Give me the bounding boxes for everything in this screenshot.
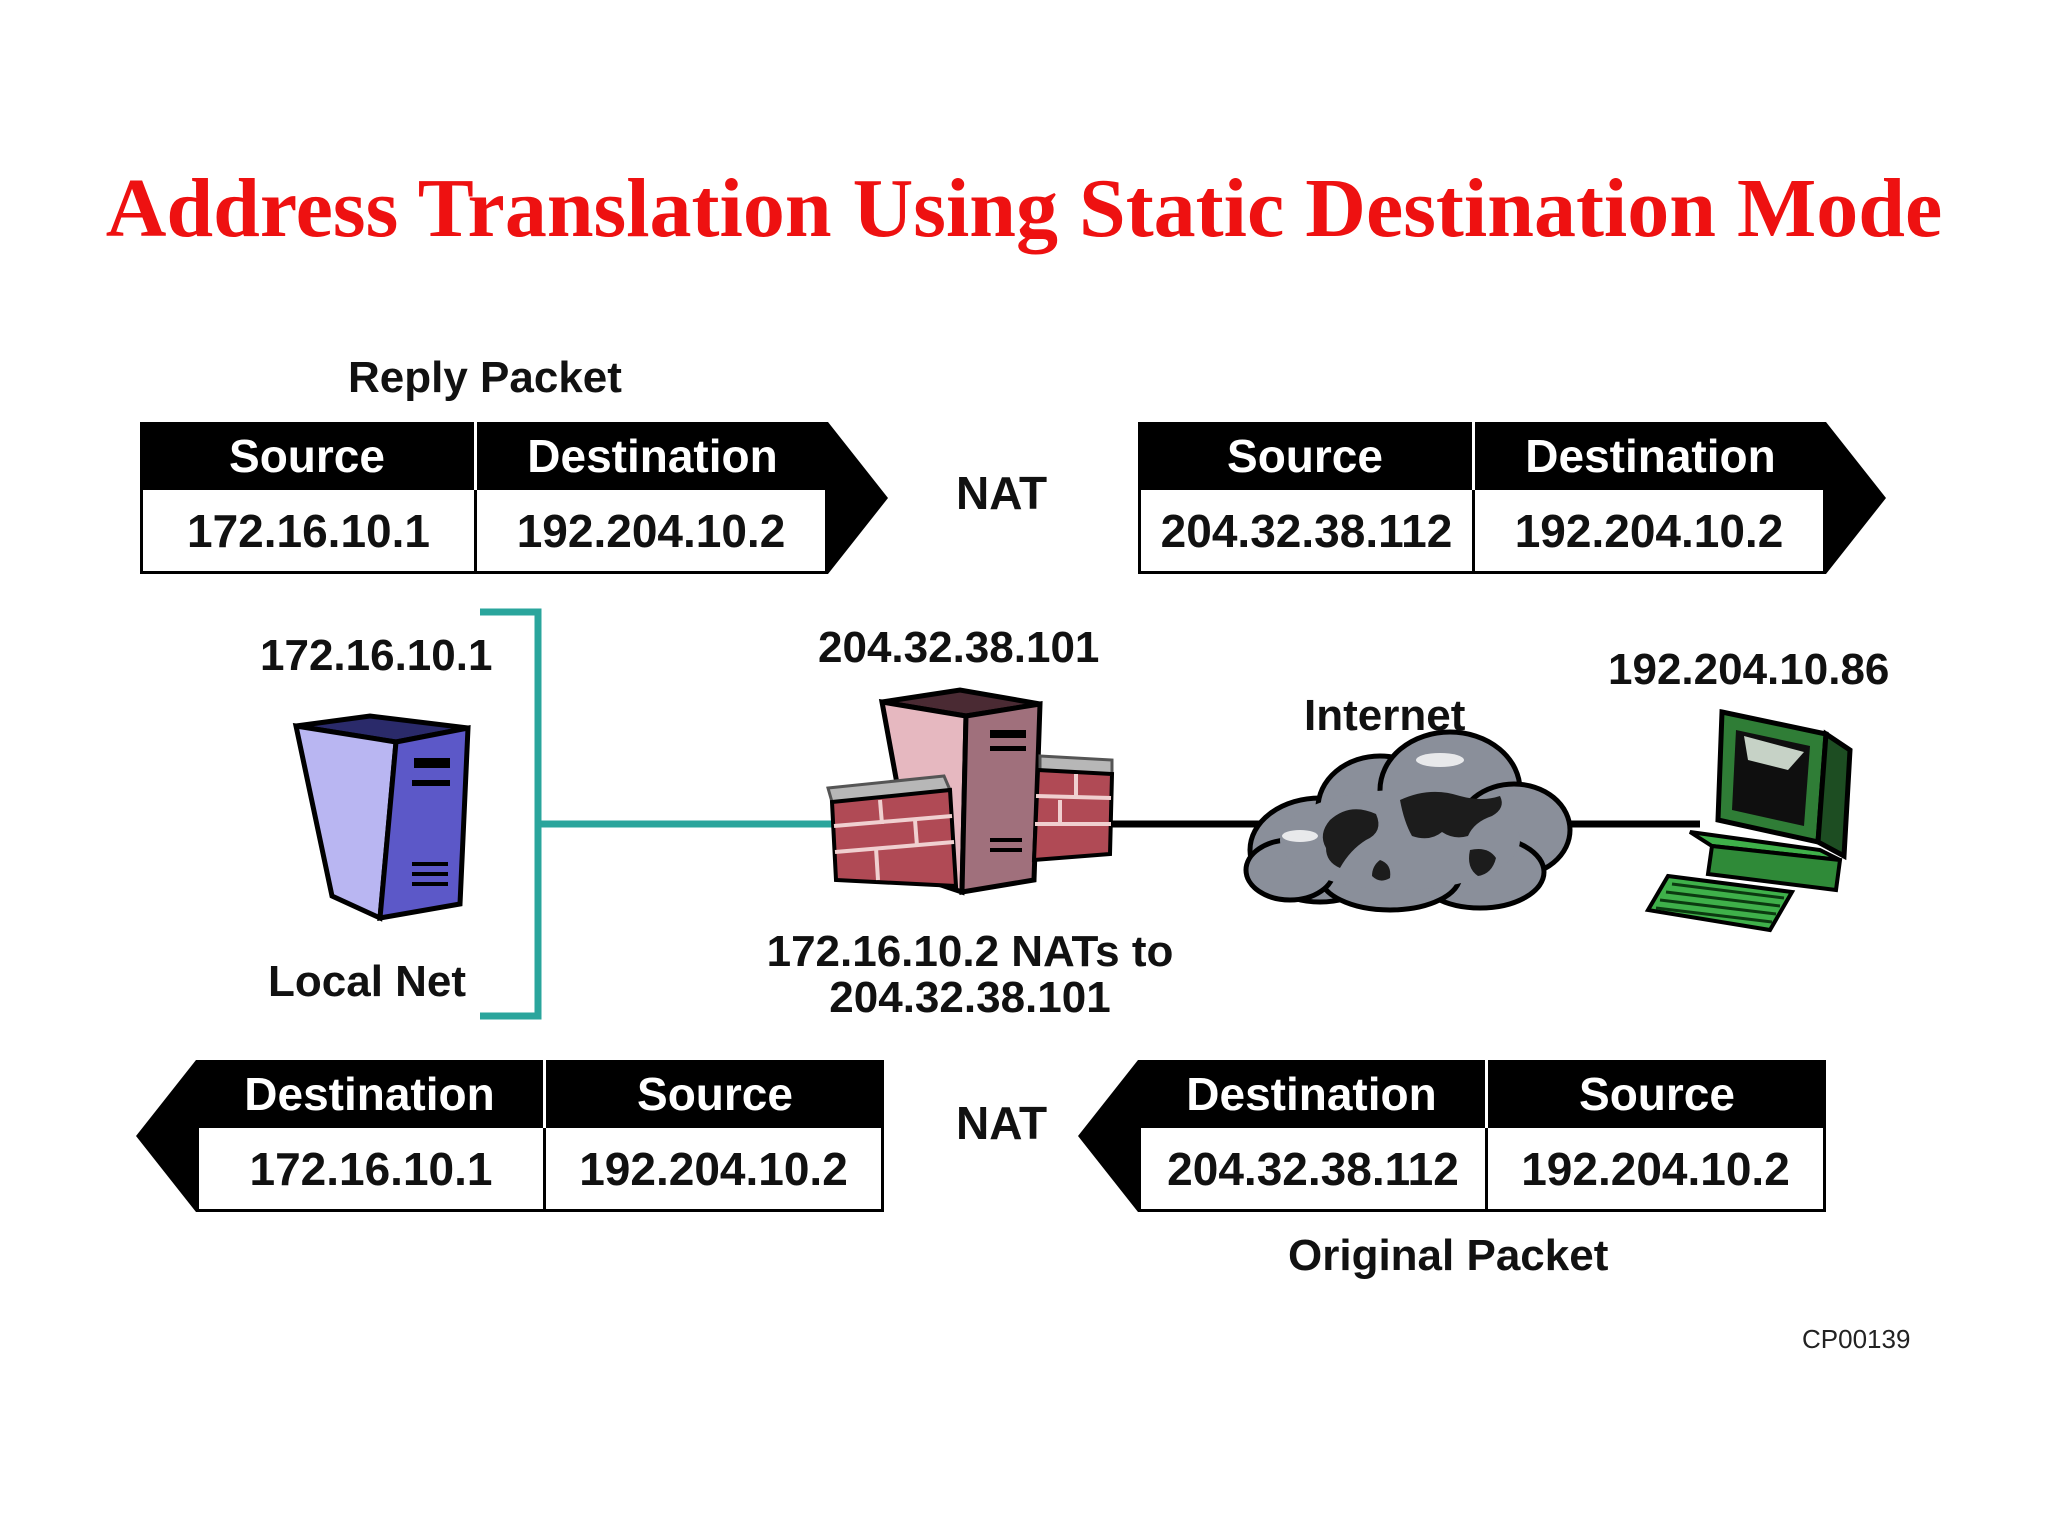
nat-label-bottom: NAT xyxy=(956,1097,1048,1149)
local-net-label: Local Net xyxy=(268,957,467,1006)
reply-packet-label: Reply Packet xyxy=(348,353,622,402)
packet-header-destination: Destination xyxy=(196,1060,546,1128)
firewall-nat-note-line1: 172.16.10.2 NATs to xyxy=(766,927,1174,976)
page-title: Address Translation Using Static Destina… xyxy=(105,162,1943,255)
packet-value-destination: 192.204.10.2 xyxy=(477,490,828,574)
reply-packet-translated: Source Destination 172.16.10.1 192.204.1… xyxy=(140,422,888,574)
internet-cloud-icon xyxy=(1243,729,1573,913)
packet-value-source: 204.32.38.112 xyxy=(1138,490,1475,574)
firewall-icon xyxy=(826,687,1115,896)
server-icon xyxy=(292,713,471,922)
original-packet-label: Original Packet xyxy=(1288,1231,1609,1280)
packet-header-source: Source xyxy=(1488,1060,1826,1128)
packet-value-source: 172.16.10.1 xyxy=(140,490,477,574)
pc-ip-label: 192.204.10.86 xyxy=(1608,645,1890,694)
local-net-bracket xyxy=(480,608,542,1020)
packet-header-source: Source xyxy=(140,422,477,490)
firewall-nat-note-line2: 204.32.38.101 xyxy=(829,973,1111,1022)
internet-label: Internet xyxy=(1304,691,1466,740)
firewall-ip-label: 204.32.38.101 xyxy=(818,623,1100,672)
packet-header-source: Source xyxy=(1138,422,1475,490)
figure-code: CP00139 xyxy=(1802,1324,1911,1354)
packet-header-source: Source xyxy=(546,1060,884,1128)
original-packet-translated: Destination Source 172.16.10.1 192.204.1… xyxy=(136,1060,884,1212)
packet-header-destination: Destination xyxy=(477,422,828,490)
packet-value-destination: 192.204.10.2 xyxy=(1475,490,1826,574)
packet-value-destination: 172.16.10.1 xyxy=(196,1128,546,1212)
nat-label-top: NAT xyxy=(956,467,1048,519)
packet-value-destination: 204.32.38.112 xyxy=(1138,1128,1488,1212)
reply-packet-original: Source Destination 204.32.38.112 192.204… xyxy=(1138,422,1886,574)
packet-value-source: 192.204.10.2 xyxy=(1488,1128,1826,1212)
original-packet-incoming: Destination Source 204.32.38.112 192.204… xyxy=(1078,1060,1826,1212)
server-ip-label: 172.16.10.1 xyxy=(260,631,493,680)
packet-header-destination: Destination xyxy=(1475,422,1826,490)
packet-value-source: 192.204.10.2 xyxy=(546,1128,884,1212)
computer-icon xyxy=(1644,708,1853,933)
packet-header-destination: Destination xyxy=(1138,1060,1488,1128)
